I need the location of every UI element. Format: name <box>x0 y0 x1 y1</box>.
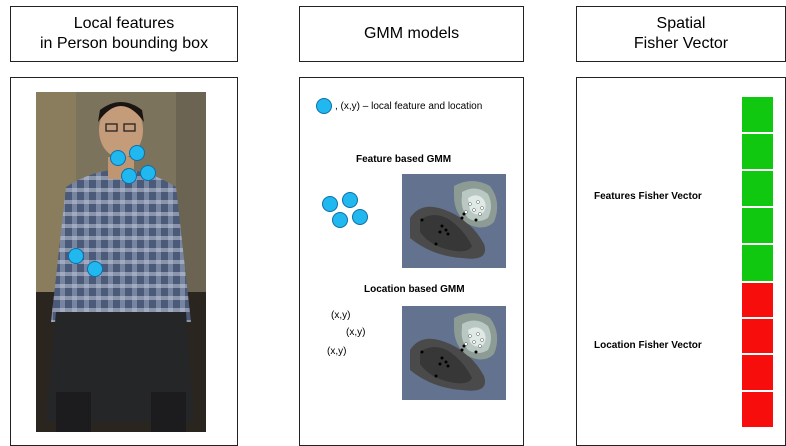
feature-point <box>121 168 137 184</box>
location-fv-cell <box>741 391 774 428</box>
location-fv-cell <box>741 318 774 354</box>
feature-point <box>332 212 348 228</box>
header-local-features-line1: Local features <box>73 15 175 32</box>
xy-label: (x,y) <box>331 310 351 321</box>
feature-point <box>110 150 126 166</box>
location-gmm-plot <box>402 306 506 400</box>
features-fv-cell <box>741 244 774 282</box>
header-spatial-fisher-vector: Spatial Fisher Vector <box>576 6 786 62</box>
location-fv-cell <box>741 354 774 391</box>
feature-point <box>352 209 368 225</box>
location-fv-cell <box>741 282 774 318</box>
feature-point <box>129 145 145 161</box>
features-fv-cell <box>741 170 774 207</box>
header-fisher-line1: Spatial <box>656 15 706 32</box>
legend-text: , (x,y) – local feature and location <box>335 101 483 112</box>
feature-point <box>68 248 84 264</box>
location-gmm-title: Location based GMM <box>364 284 465 295</box>
header-gmm-models: GMM models <box>299 6 524 62</box>
header-gmm-models-line1: GMM models <box>363 25 460 42</box>
feature-point <box>140 165 156 181</box>
person-photo <box>36 92 206 432</box>
location-fisher-label: Location Fisher Vector <box>594 340 702 351</box>
local-features-panel <box>10 77 238 446</box>
gmm-models-panel: , (x,y) – local feature and location Fea… <box>299 77 524 446</box>
feature-point <box>87 261 103 277</box>
feature-point <box>342 192 358 208</box>
header-fisher-line2: Fisher Vector <box>633 35 729 52</box>
legend-feature-icon <box>316 98 332 114</box>
feature-gmm-plot <box>402 174 506 268</box>
features-fv-cell <box>741 96 774 133</box>
features-fv-cell <box>741 133 774 170</box>
features-fisher-label: Features Fisher Vector <box>594 191 702 202</box>
xy-label: (x,y) <box>346 327 366 338</box>
feature-gmm-title: Feature based GMM <box>356 154 452 165</box>
header-local-features-line2: in Person bounding box <box>39 35 209 52</box>
features-fv-cell <box>741 207 774 244</box>
header-local-features: Local features in Person bounding box <box>10 6 238 62</box>
xy-label: (x,y) <box>327 346 347 357</box>
feature-point <box>322 196 338 212</box>
